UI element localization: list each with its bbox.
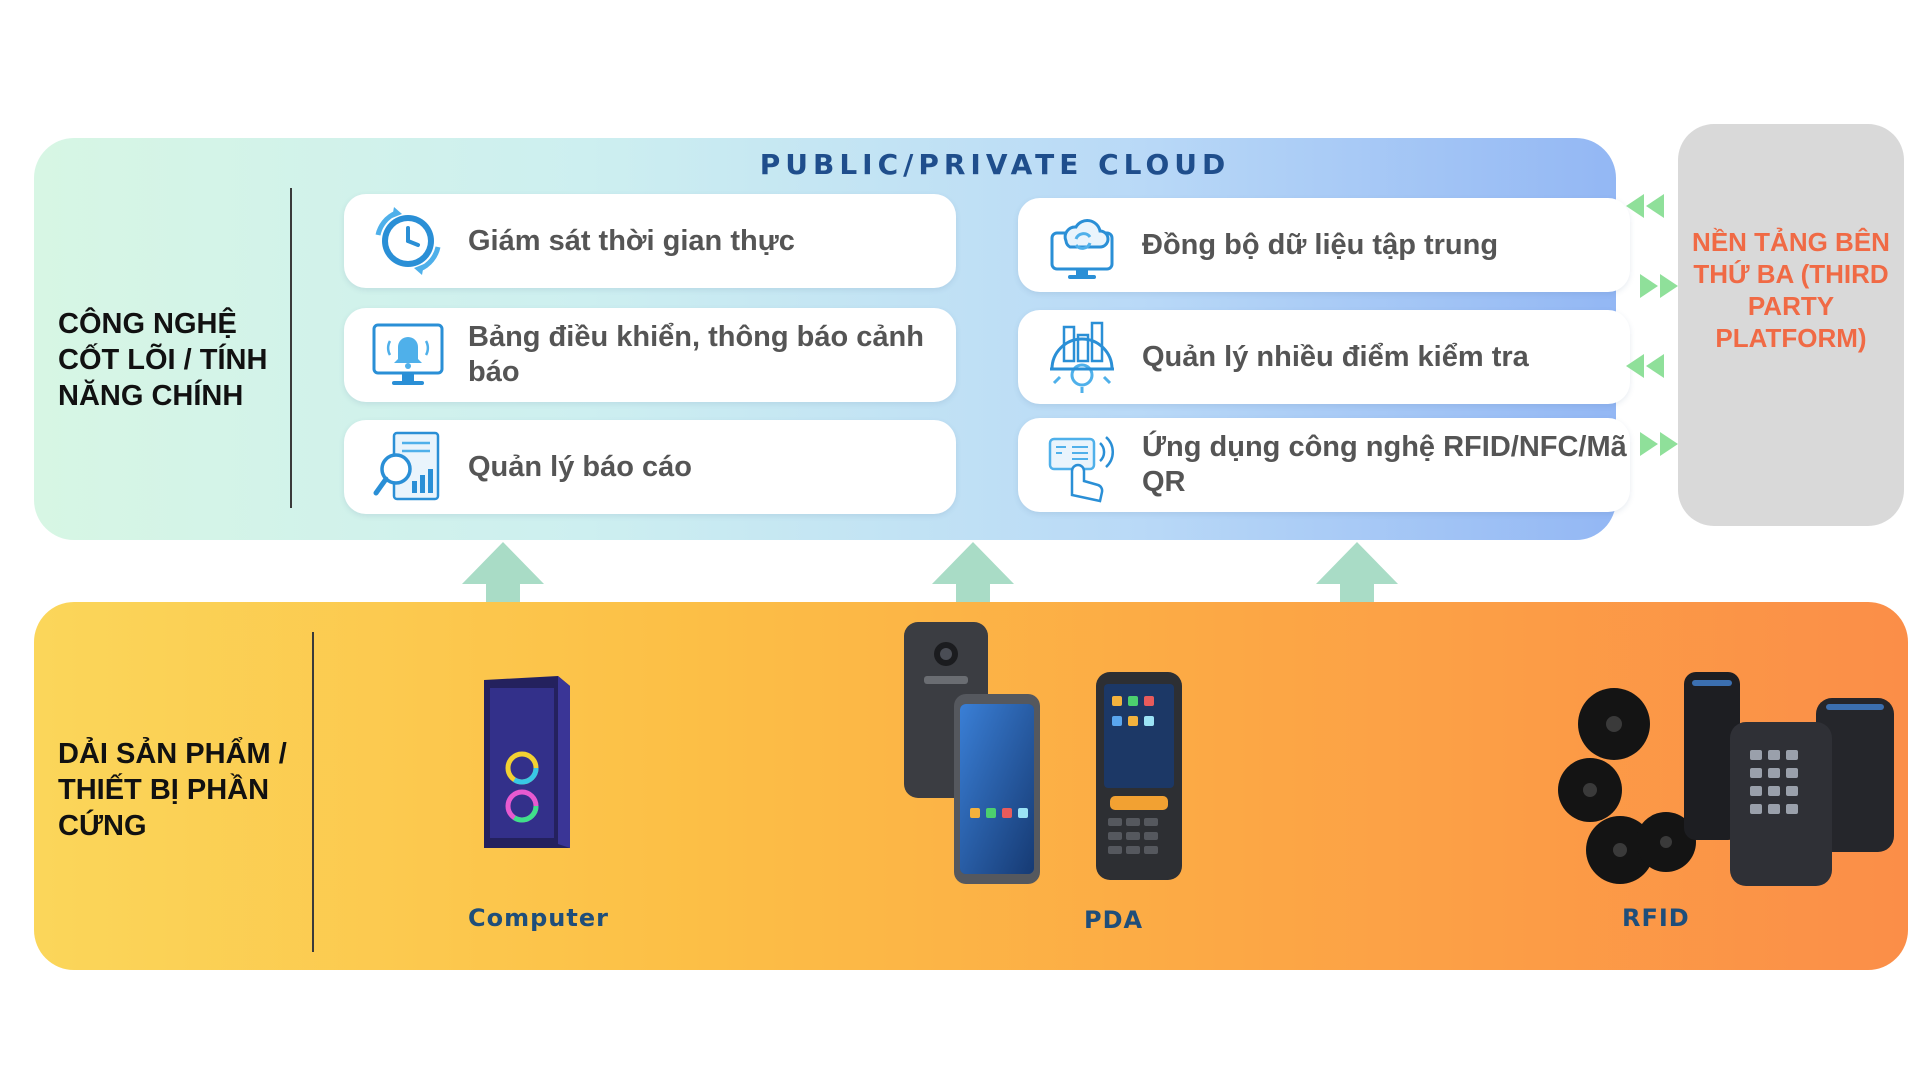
- rfid-reader-tags-icon: [1558, 672, 1894, 886]
- pda-device-icon: [904, 622, 1182, 884]
- city-gear-icon: [1050, 321, 1114, 393]
- computer-tower-icon: [484, 676, 570, 848]
- hardware-section-label: DẢI SẢN PHẨM / THIẾT BỊ PHẦN CỨNG: [58, 738, 287, 842]
- cloud-section-divider: [290, 188, 292, 508]
- device-label-pda: PDA: [1084, 906, 1144, 934]
- alert-bell-monitor-icon: [372, 323, 444, 385]
- arrow-right-icon: [1640, 274, 1678, 298]
- clock-sync-icon: [375, 207, 441, 275]
- third-party-label: NỀN TẢNG BÊN THỨ BA (THIRD PARTY PLATFOR…: [1692, 227, 1890, 353]
- up-arrow-icon: [932, 542, 1014, 604]
- arrow-left-icon: [1626, 194, 1664, 218]
- feature-card-rfid-nfc-qr: Ứng dụng công nghệ RFID/NFC/Mã QR: [1018, 418, 1630, 512]
- feature-text: Giám sát thời gian thực: [468, 224, 795, 257]
- cloud-sync-monitor-icon: [1050, 219, 1114, 279]
- feature-text: Bảng điều khiển, thông báo cảnh báo: [468, 321, 924, 388]
- up-arrow-icon: [462, 542, 544, 604]
- report-magnifier-icon: [373, 431, 440, 501]
- cloud-panel: PUBLIC/PRIVATE CLOUD CÔNG NGHỆ CỐT LÕI /…: [34, 138, 1630, 540]
- feature-card-multi-checkpoint: Quản lý nhiều điểm kiểm tra: [1018, 310, 1630, 404]
- device-label-rfid: RFID: [1622, 904, 1690, 932]
- arrow-right-icon: [1640, 432, 1678, 456]
- feature-text: Ứng dụng công nghệ RFID/NFC/Mã QR: [1142, 431, 1627, 498]
- feature-card-data-sync: Đồng bộ dữ liệu tập trung: [1018, 198, 1630, 292]
- feature-card-dashboard-alerts: Bảng điều khiển, thông báo cảnh báo: [344, 308, 956, 402]
- cloud-title: PUBLIC/PRIVATE CLOUD: [759, 148, 1231, 181]
- device-section-divider: [312, 632, 314, 952]
- arrow-left-icon: [1626, 354, 1664, 378]
- third-party-panel: NỀN TẢNG BÊN THỨ BA (THIRD PARTY PLATFOR…: [1678, 124, 1904, 526]
- feature-card-realtime-monitoring: Giám sát thời gian thực: [344, 194, 956, 288]
- up-arrow-icon: [1316, 542, 1398, 604]
- feature-text: Quản lý báo cáo: [468, 450, 692, 483]
- device-panel: DẢI SẢN PHẨM / THIẾT BỊ PHẦN CỨNG Comput…: [34, 602, 1908, 970]
- feature-text: Quản lý nhiều điểm kiểm tra: [1142, 340, 1529, 373]
- device-label-computer: Computer: [468, 904, 609, 932]
- feature-card-report-management: Quản lý báo cáo: [344, 420, 956, 514]
- rfid-scan-hand-icon: [1048, 436, 1115, 503]
- core-features-section-label: CÔNG NGHỆ CỐT LÕI / TÍNH NĂNG CHÍNH: [58, 308, 268, 412]
- third-party-connector-arrows: [1626, 194, 1678, 456]
- feature-text: Đồng bộ dữ liệu tập trung: [1142, 228, 1499, 261]
